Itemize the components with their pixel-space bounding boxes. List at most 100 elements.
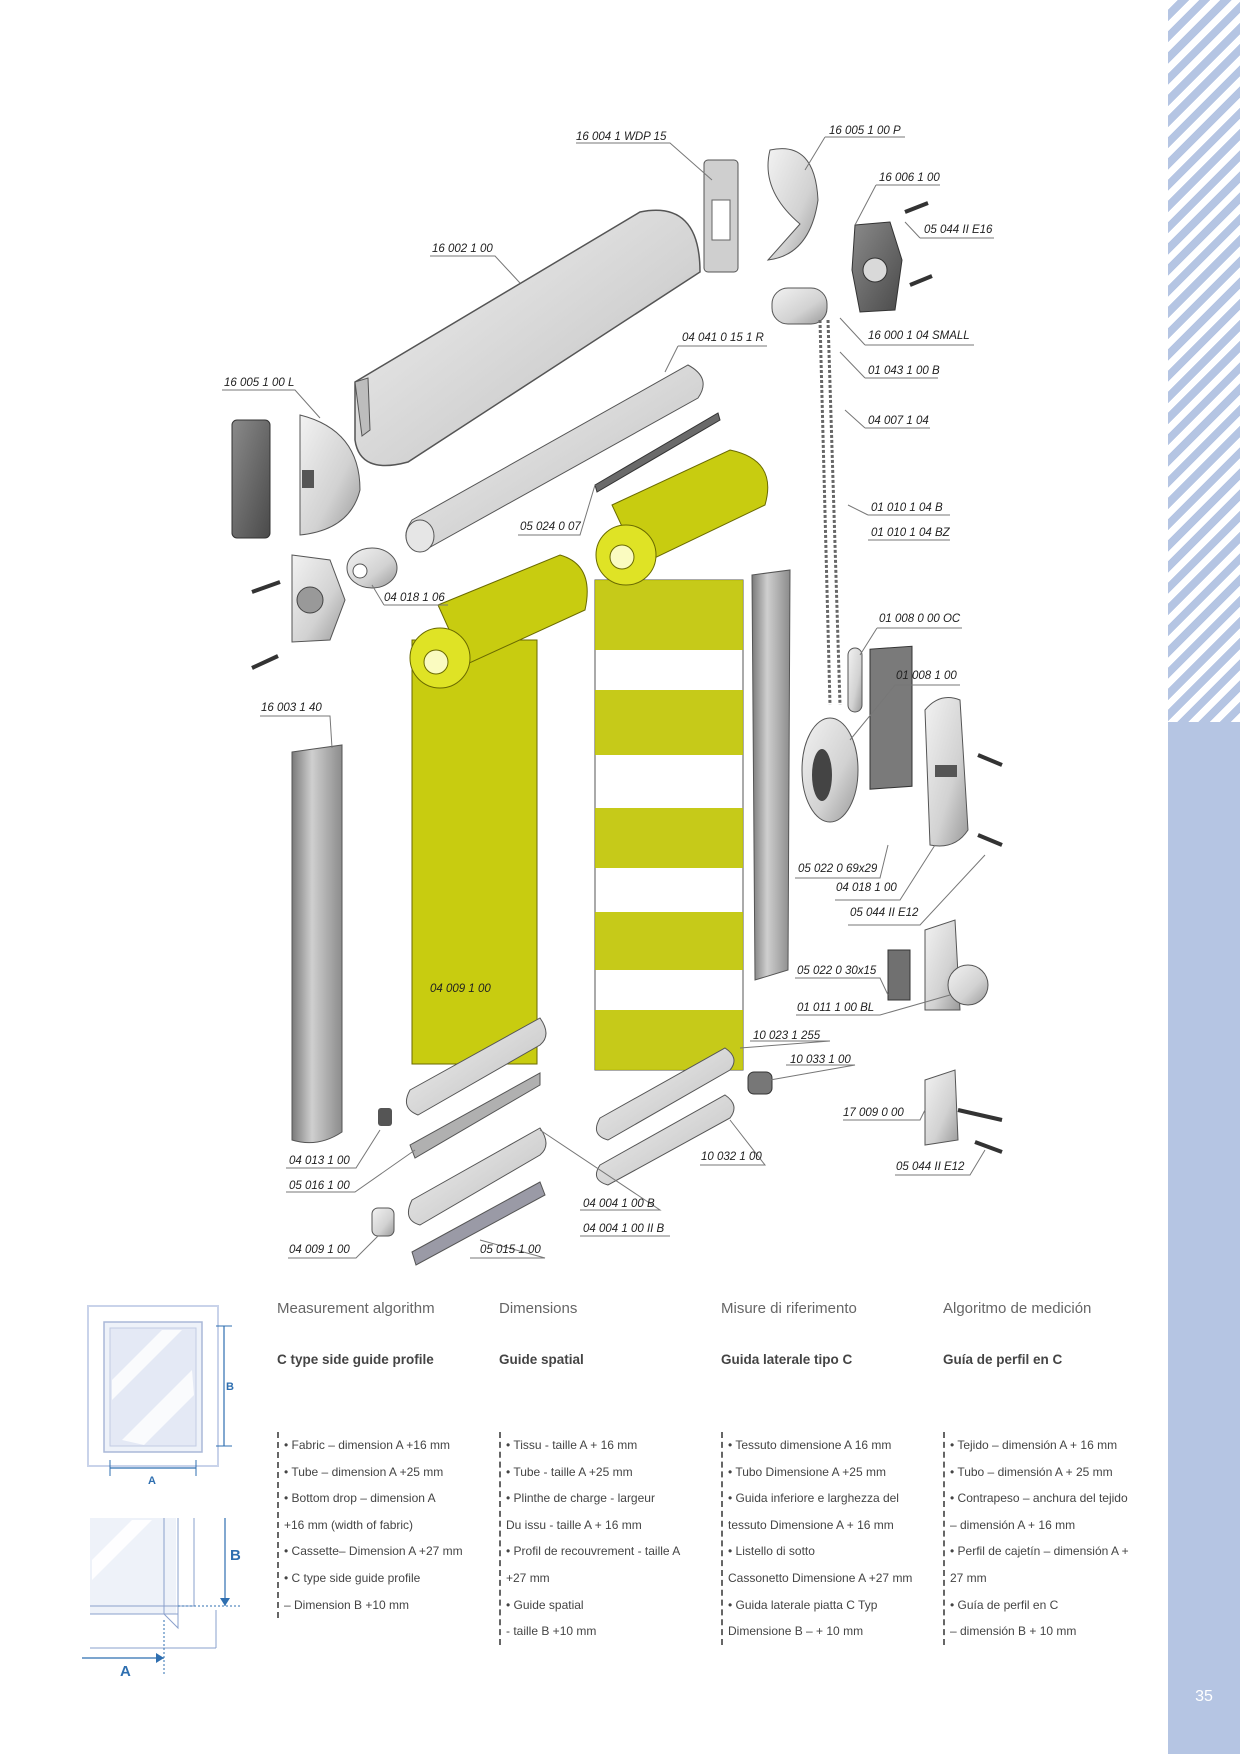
adhesive-pad-small xyxy=(887,949,911,1001)
end-cap-left-slot xyxy=(302,470,314,488)
list-item: – dimensión B + 10 mm xyxy=(950,1624,1077,1639)
chain-weight-slot xyxy=(812,749,832,801)
sidebar-stripes xyxy=(1168,0,1240,722)
part-label-04-004-1-00-ii-b: 04 004 1 00 II B xyxy=(583,1223,665,1235)
zebra-band-4 xyxy=(595,912,743,970)
screw-4 xyxy=(977,833,1003,847)
list-item: • Bottom drop – dimension A xyxy=(284,1491,436,1506)
list-item: • Guía de perfil en C xyxy=(950,1597,1059,1612)
chain-control xyxy=(771,287,828,325)
side-guide-right xyxy=(751,569,791,981)
list-item: Dimensione B – + 10 mm xyxy=(728,1624,864,1639)
zebra-band-2 xyxy=(595,690,743,755)
part-label-04-004-1-00-b: 04 004 1 00 B xyxy=(583,1198,655,1210)
column-subheading: C type side guide profile xyxy=(277,1352,434,1367)
end-cap-left xyxy=(299,414,361,536)
part-label-16-000-1-04-small: 16 000 1 04 SMALL xyxy=(868,330,970,342)
part-label-01-011-1-00-bl: 01 011 1 00 BL xyxy=(797,1002,874,1014)
page-number: 35 xyxy=(1195,1688,1213,1705)
part-label-16-002-1-00: 16 002 1 00 xyxy=(432,243,493,255)
end-cap-small-1 xyxy=(378,1108,392,1126)
list-item: • Tessuto dimensione A 16 mm xyxy=(728,1438,892,1452)
part-label-04-041-0-15-1-r: 04 041 0 15 1 R xyxy=(682,332,764,344)
part-label-16-006-1-00: 16 006 1 00 xyxy=(879,172,940,184)
exploded-parts-diagram: 16 004 1 WDP 15 16 005 1 00 P 16 006 1 0… xyxy=(222,125,1003,1266)
column-subheading: Guida laterale tipo C xyxy=(721,1352,853,1367)
part-label-01-008-0-00-oc: 01 008 0 00 OC xyxy=(879,613,961,625)
part-label-10-023-1-255: 10 023 1 255 xyxy=(753,1030,821,1042)
fabric-roll-right-core xyxy=(609,544,635,570)
part-label-04-018-1-06: 04 018 1 06 xyxy=(384,592,445,604)
fabric-panel-left xyxy=(411,639,538,1065)
list-item: 27 mm xyxy=(950,1570,987,1585)
bottom-bar-3 xyxy=(407,1127,547,1226)
bottom-bar-2 xyxy=(409,1072,541,1159)
column-french: Dimensions Guide spatial • Tissu - taill… xyxy=(499,1300,699,1645)
chain xyxy=(826,319,842,706)
top-clip-slot xyxy=(711,199,731,241)
tube-plug xyxy=(747,1071,773,1095)
list-item: Du issu - taille A + 16 mm xyxy=(506,1517,642,1532)
screw-2 xyxy=(909,274,933,287)
dimension-label-a-detail: A xyxy=(120,1663,131,1680)
column-heading: Measurement algorithm xyxy=(277,1300,435,1317)
list-item: • Tissu - taille A + 16 mm xyxy=(506,1438,638,1452)
screw-left-2 xyxy=(251,654,279,670)
bottom-tube-2 xyxy=(595,1094,735,1186)
measurement-diagram-detail: B A xyxy=(82,1518,242,1680)
list-item: - taille B +10 mm xyxy=(506,1624,597,1639)
dimension-label-b-detail: B xyxy=(230,1547,241,1564)
column-subheading: Guide spatial xyxy=(499,1352,584,1367)
column-heading: Misure di riferimento xyxy=(721,1300,857,1317)
column-list: • Tissu - taille A + 16 mm • Tube - tail… xyxy=(499,1432,699,1645)
column-italian: Misure di riferimento Guida laterale tip… xyxy=(721,1300,921,1645)
list-item: • Cassette– Dimension A +27 mm xyxy=(284,1544,463,1559)
list-item: • Guida inferiore e larghezza del xyxy=(728,1491,899,1506)
part-label-16-005-1-00-p: 16 005 1 00 P xyxy=(829,125,901,137)
list-item: • Tubo – dimensión A + 25 mm xyxy=(950,1464,1113,1479)
chain-2 xyxy=(818,319,832,706)
list-item: • Guida laterale piatta C Typ xyxy=(728,1597,878,1612)
bracket-right-hole xyxy=(862,257,888,283)
part-label-05-044-ii-e12-bottom: 05 044 II E12 xyxy=(896,1161,965,1173)
bottom-tube-1 xyxy=(595,1047,735,1141)
part-label-05-044-ii-e12-mid: 05 044 II E12 xyxy=(850,907,919,919)
end-cap-left-inner xyxy=(231,419,271,539)
tube-end xyxy=(405,519,435,553)
part-label-01-043-1-00-b: 01 043 1 00 B xyxy=(868,365,940,377)
list-item: Cassonetto Dimensione A +27 mm xyxy=(728,1570,913,1585)
column-list: • Tejido – dimensión A + 16 mm • Tubo – … xyxy=(943,1432,1143,1645)
bottom-bar-1 xyxy=(405,1017,547,1116)
thin-strip xyxy=(594,412,721,493)
dimension-label-a: A xyxy=(148,1475,156,1487)
screw-5 xyxy=(957,1108,1003,1122)
list-item: • Tube – dimension A +25 mm xyxy=(284,1464,444,1479)
column-heading: Algoritmo de medición xyxy=(943,1300,1092,1317)
part-label-10-032-1-00: 10 032 1 00 xyxy=(701,1151,762,1163)
side-guide-left xyxy=(291,744,343,1144)
fabric-roll-left xyxy=(437,554,588,666)
floor-bracket xyxy=(924,1069,959,1146)
list-item: • C type side guide profile xyxy=(284,1570,421,1585)
measurement-diagram-front: B A xyxy=(87,1305,234,1487)
list-item: • Perfil de cajetín – dimensión A + xyxy=(950,1544,1129,1559)
adhesive-pad-large xyxy=(869,645,913,790)
list-item: • Profil de recouvrement - taille A xyxy=(506,1544,681,1559)
list-item: • Listello di sotto xyxy=(728,1544,815,1559)
part-label-04-009-1-00-fabric: 04 009 1 00 xyxy=(430,983,491,995)
part-label-16-004-1-wdp-15: 16 004 1 WDP 15 xyxy=(576,131,667,143)
end-cap-right xyxy=(766,148,819,261)
part-label-04-018-1-00: 04 018 1 00 xyxy=(836,882,897,894)
part-label-05-016-1-00: 05 016 1 00 xyxy=(289,1180,350,1192)
screw-1 xyxy=(904,201,929,214)
list-item: • Tube - taille A +25 mm xyxy=(506,1464,633,1479)
list-item: – Dimension B +10 mm xyxy=(284,1597,410,1612)
column-spanish: Algoritmo de medición Guía de perfil en … xyxy=(943,1300,1143,1645)
end-plug-hole xyxy=(352,563,368,579)
column-subheading: Guía de perfil en C xyxy=(943,1352,1063,1367)
cassette-lip xyxy=(354,377,371,437)
list-item: +27 mm xyxy=(506,1570,550,1585)
part-label-01-010-1-04-bz: 01 010 1 04 BZ xyxy=(871,527,951,539)
list-item: • Plinthe de charge - largeur xyxy=(506,1491,655,1506)
part-label-05-022-0-30x15: 05 022 0 30x15 xyxy=(797,965,877,977)
